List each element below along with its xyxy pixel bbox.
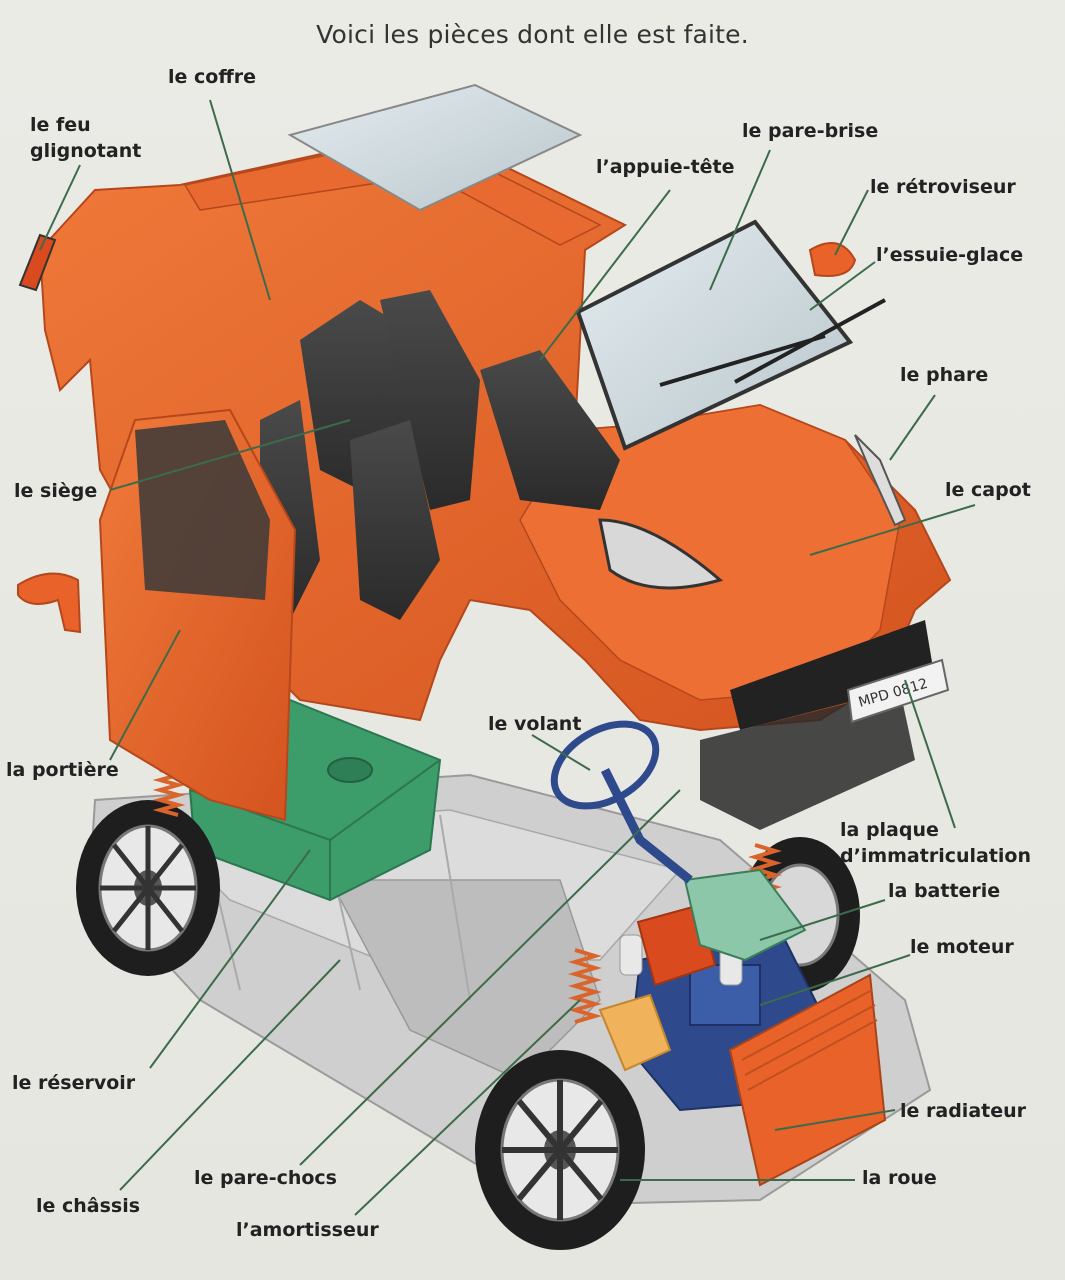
seats-shape: [260, 290, 620, 620]
label-essuie-glace: l’essuie-glace: [876, 244, 1024, 266]
label-retroviseur: le rétroviseur: [870, 176, 1016, 198]
battery-shape: [598, 868, 807, 1072]
label-appuie-tete: l’appuie-tête: [596, 156, 735, 178]
label-feu-clignotant: le feu glignotant: [30, 114, 142, 162]
roof-glass-shape: [287, 83, 583, 212]
label-siege: le siège: [14, 480, 98, 502]
label-volant: le volant: [488, 713, 582, 735]
label-capot: le capot: [945, 479, 1031, 501]
diagram-title: Voici les pièces dont elle est faite.: [316, 20, 749, 49]
label-batterie: la batterie: [888, 880, 1001, 902]
label-phare: le phare: [900, 364, 989, 386]
windshield-shape: [575, 219, 886, 451]
label-chassis: le châssis: [36, 1195, 141, 1217]
label-coffre: le coffre: [168, 66, 256, 88]
label-portiere: la portière: [6, 759, 119, 781]
label-roue: la roue: [862, 1167, 937, 1189]
steering-wheel-shape: [550, 720, 693, 884]
leader-lines: [39, 99, 976, 1216]
label-reservoir: le réservoir: [12, 1072, 136, 1094]
rear-wheel-shape: [76, 800, 220, 976]
radiator-shape: [728, 973, 887, 1187]
label-moteur: le moteur: [910, 936, 1014, 958]
label-pare-chocs: le pare-chocs: [194, 1167, 337, 1189]
label-radiateur: le radiateur: [900, 1100, 1027, 1122]
door-shape: [98, 408, 297, 822]
label-pare-brise: le pare-brise: [742, 120, 879, 142]
mirror-shapes: [17, 233, 907, 634]
label-plaque: la plaque d’immatriculation: [840, 819, 1032, 867]
label-amortisseur: l’amortisseur: [236, 1219, 379, 1241]
